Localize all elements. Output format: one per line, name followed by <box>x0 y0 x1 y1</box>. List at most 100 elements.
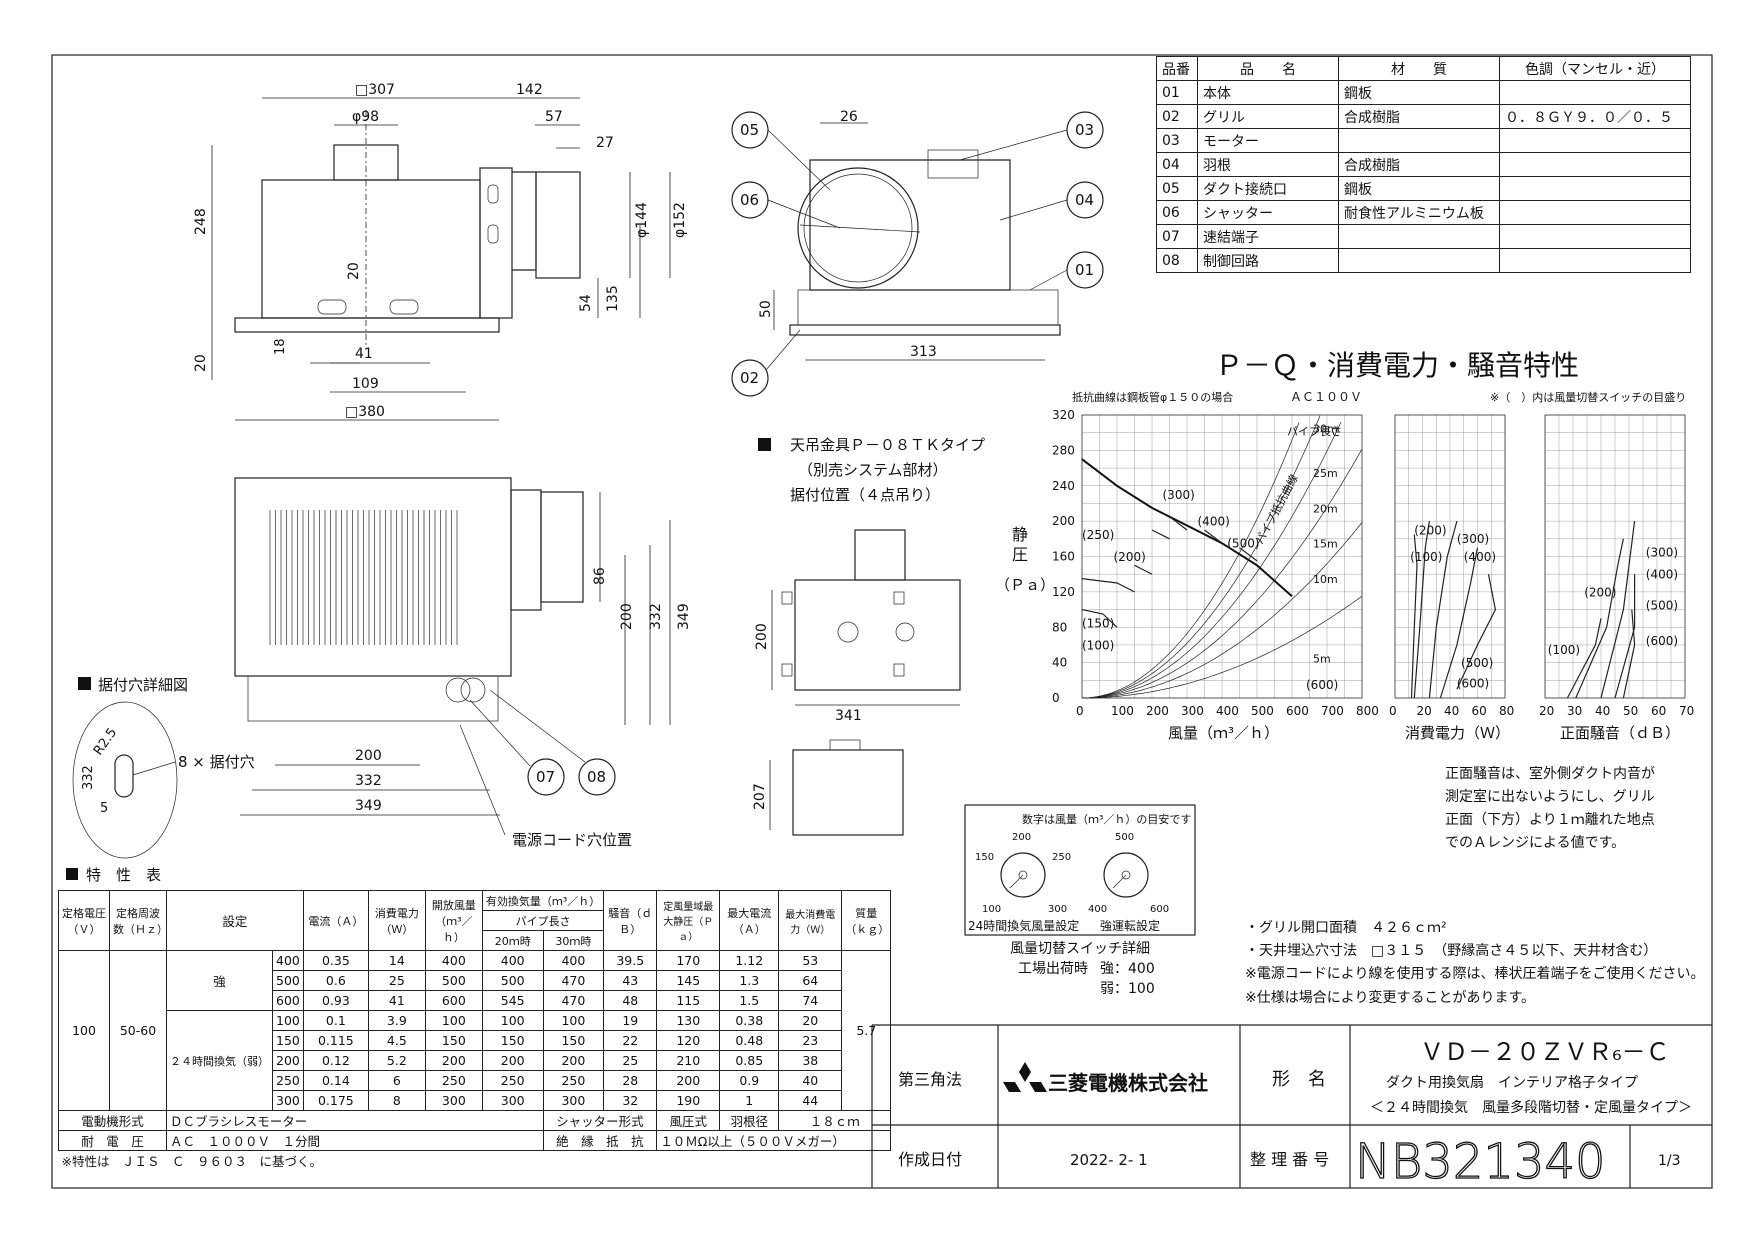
spec-setting: 300 <box>272 1090 304 1111</box>
series-label: (100) <box>1548 643 1580 657</box>
y-tick-label: 200 <box>1052 514 1075 528</box>
series-line <box>1239 547 1258 562</box>
factory-strong: 強：400 <box>1100 961 1155 977</box>
spec-shutter-value: 風圧式 <box>656 1110 721 1131</box>
plot-frame <box>1394 414 1506 699</box>
spec-static: 210 <box>656 1050 721 1071</box>
spec-setting: 400 <box>272 950 304 971</box>
install-hole-detail: 据付穴詳細図 332 R2.5 5 8 × 据付穴 <box>72 676 255 859</box>
series-label: (200) <box>1114 550 1146 564</box>
y-tick-label: 120 <box>1052 585 1075 599</box>
spec-current: 0.93 <box>302 990 369 1011</box>
part-name: 速結端子 <box>1197 224 1339 249</box>
part-no: 08 <box>1156 248 1198 273</box>
spec-flow: 600 <box>424 990 483 1011</box>
spec-noise: 43 <box>603 970 658 991</box>
part-material: 合成樹脂 <box>1338 104 1500 129</box>
spec-eff-30m: 150 <box>542 1030 605 1051</box>
y-tick-label: 40 <box>1052 656 1067 670</box>
part-no: 07 <box>1156 224 1198 249</box>
model-desc-1: ダクト用換気扇 インテリア格子タイプ <box>1386 1075 1638 1091</box>
part-color <box>1499 224 1691 249</box>
spec-maxcur: 1.3 <box>719 970 780 991</box>
noise-xlabel: 正面騒音（ｄＢ） <box>1560 724 1680 742</box>
dim-20a: 20 <box>346 262 362 280</box>
x-tick-label: 300 <box>1181 704 1204 718</box>
spec-power: 4.5 <box>367 1030 426 1051</box>
callout-06: 06 <box>740 191 759 209</box>
series-line <box>1134 564 1153 575</box>
detail-dim-332: 332 <box>81 765 96 790</box>
pq-ylabel-unit: （Ｐａ） <box>995 576 1055 594</box>
dim-57: 57 <box>545 109 563 125</box>
x-tick-label: 0 <box>1389 704 1397 718</box>
spec-maxpow: 38 <box>778 1050 843 1071</box>
hanger-section: 天吊金具Ｐ－０８ＴＫタイプ （別売システム部材） 据付位置（４点吊り） 200 … <box>752 436 985 836</box>
spec-setting: 200 <box>272 1050 304 1071</box>
series-line <box>1439 547 1479 699</box>
dim-54: 54 <box>578 294 594 312</box>
x-tick-label: 30 <box>1567 704 1582 718</box>
callout-03: 03 <box>1075 121 1094 139</box>
noise-note-1: 正面騒音は、室外側ダクト内音が <box>1445 765 1655 782</box>
series-label: (400) <box>1198 515 1230 529</box>
spec-voltage: 100 <box>58 950 110 1111</box>
spec-eff-20m: 400 <box>481 950 544 971</box>
dim-248: 248 <box>193 208 209 235</box>
spec-current: 0.14 <box>302 1070 369 1091</box>
spec-h-mass: 質量（ｋｇ） <box>841 890 892 951</box>
spec-eff-30m: 400 <box>542 950 605 971</box>
title-block: 第三角法 三菱電機株式会社 形 名 ＶＤ－２０ＺＶＲ₆－Ｃ ダクト用換気扇 イン… <box>871 1024 1712 1191</box>
dial1-300: 300 <box>1048 904 1067 915</box>
resistance-curve <box>1081 421 1342 699</box>
part-material: 鋼板 <box>1338 80 1500 105</box>
dial1-200: 200 <box>1012 832 1031 843</box>
series-label: (100) <box>1410 550 1442 564</box>
pipe-length-label: 25m <box>1313 467 1338 480</box>
parts-header-no: 品番 <box>1156 56 1198 81</box>
callout-04: 04 <box>1075 191 1094 209</box>
spec-h-static: 定風量域最大静圧（Ｐａ） <box>656 890 721 951</box>
spec-current: 0.175 <box>302 1090 369 1111</box>
part-color <box>1499 128 1691 153</box>
spec-maxcur: 0.48 <box>719 1030 780 1051</box>
projection-method: 第三角法 <box>898 1070 962 1089</box>
part-name: 制御回路 <box>1197 248 1339 273</box>
x-tick-label: 800 <box>1356 704 1379 718</box>
power-xlabel: 消費電力（Ｗ） <box>1405 724 1510 742</box>
hanger-position: 据付位置（４点吊り） <box>790 486 940 504</box>
pq-xlabel: 風量（ｍ³／ｈ） <box>1168 724 1279 742</box>
spec-eff-30m: 200 <box>542 1050 605 1071</box>
model-number: ＶＤ－２０ＺＶＲ₆－Ｃ <box>1420 1038 1670 1066</box>
resistance-curve <box>1082 595 1363 699</box>
resistance-curve <box>1082 522 1363 699</box>
spec-current: 0.35 <box>302 950 369 971</box>
spec-h-maxpow: 最大消費電力（Ｗ） <box>778 890 843 951</box>
y-tick-label: 80 <box>1052 620 1067 634</box>
series-label: (600) <box>1457 676 1489 690</box>
part-color <box>1499 176 1691 201</box>
spec-static: 120 <box>656 1030 721 1051</box>
part-name: グリル <box>1197 104 1339 129</box>
chart-note-right: ※（ ）内は風量切替スイッチの目盛り <box>1490 390 1686 404</box>
resistance-curve <box>1081 422 1300 699</box>
hole-count-label: 8 × 据付穴 <box>178 753 255 771</box>
spec-setting: 150 <box>272 1030 304 1051</box>
noise-note-2: 測定室に出ないようにし、グリル <box>1445 788 1655 805</box>
side-view: 26 50 313 05 06 03 04 01 02 <box>731 109 1104 397</box>
resistance-curve <box>1082 448 1363 699</box>
x-tick-label: 100 <box>1111 704 1134 718</box>
spec-setting: 250 <box>272 1070 304 1091</box>
spec-maxpow: 53 <box>778 950 843 971</box>
dial1-100: 100 <box>982 904 1001 915</box>
spec-current: 0.1 <box>302 1010 369 1031</box>
spec-eff-20m: 500 <box>481 970 544 991</box>
sheet-border <box>51 54 1713 1189</box>
note-2: ・天井埋込穴寸法 □３１５ （野縁高さ４５以下、天井材含む） <box>1245 942 1657 959</box>
